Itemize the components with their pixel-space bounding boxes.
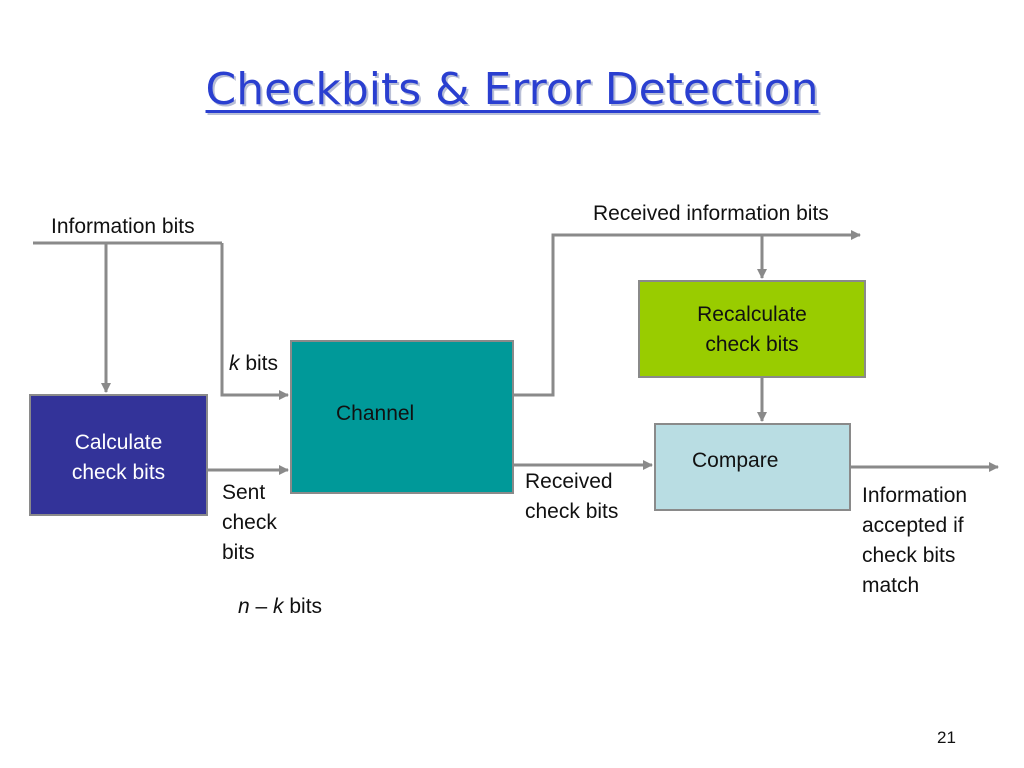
channel-label: Channel — [336, 402, 415, 425]
minus-sign: – — [249, 595, 274, 618]
calculate-check-bits-block: Calculate check bits — [29, 394, 208, 516]
n-variable: n — [238, 595, 250, 618]
compare-block: Compare — [654, 423, 851, 511]
slide-title: Checkbits & Error Detection — [205, 64, 819, 115]
channel-block: Channel — [290, 340, 514, 494]
calculate-line-2: check bits — [71, 461, 166, 484]
information-accepted-label: Information accepted if check bits match — [862, 481, 967, 601]
recalculate-line-2: check bits — [705, 333, 799, 356]
received-check-bits-label: Received check bits — [525, 467, 618, 527]
received-information-bits-label: Received information bits — [593, 202, 829, 225]
k-variable-2: k — [273, 595, 284, 618]
compare-label: Compare — [692, 449, 779, 472]
information-bits-label: Information bits — [51, 215, 195, 238]
recalculate-line-1: Recalculate — [697, 303, 807, 326]
k-bits-label: k bits — [229, 349, 278, 379]
k-bits-arrow — [220, 243, 289, 400]
k-variable: k — [229, 352, 240, 375]
accepted-line-3: check bits — [862, 544, 956, 567]
accepted-line-4: match — [862, 574, 920, 597]
sent-line-3: bits — [222, 541, 255, 564]
received-info-arrow — [514, 230, 861, 397]
calculate-line-1: Calculate — [74, 431, 163, 454]
page-number: 21 — [937, 728, 956, 747]
accepted-line-1: Information — [862, 484, 968, 507]
received-check-line-1: Received — [525, 470, 613, 493]
received-check-line-2: check bits — [525, 500, 619, 523]
accepted-line-2: accepted if — [862, 514, 964, 537]
recalculate-check-bits-block: Recalculate check bits — [638, 280, 866, 378]
n-minus-k-bits-label: n – k bits — [238, 592, 322, 622]
nk-bits-suffix: bits — [283, 595, 323, 618]
k-bits-suffix: bits — [239, 352, 279, 375]
sent-check-bits-label: Sent check bits — [222, 478, 277, 568]
sent-line-1: Sent — [222, 481, 266, 504]
sent-line-2: check — [222, 511, 277, 534]
